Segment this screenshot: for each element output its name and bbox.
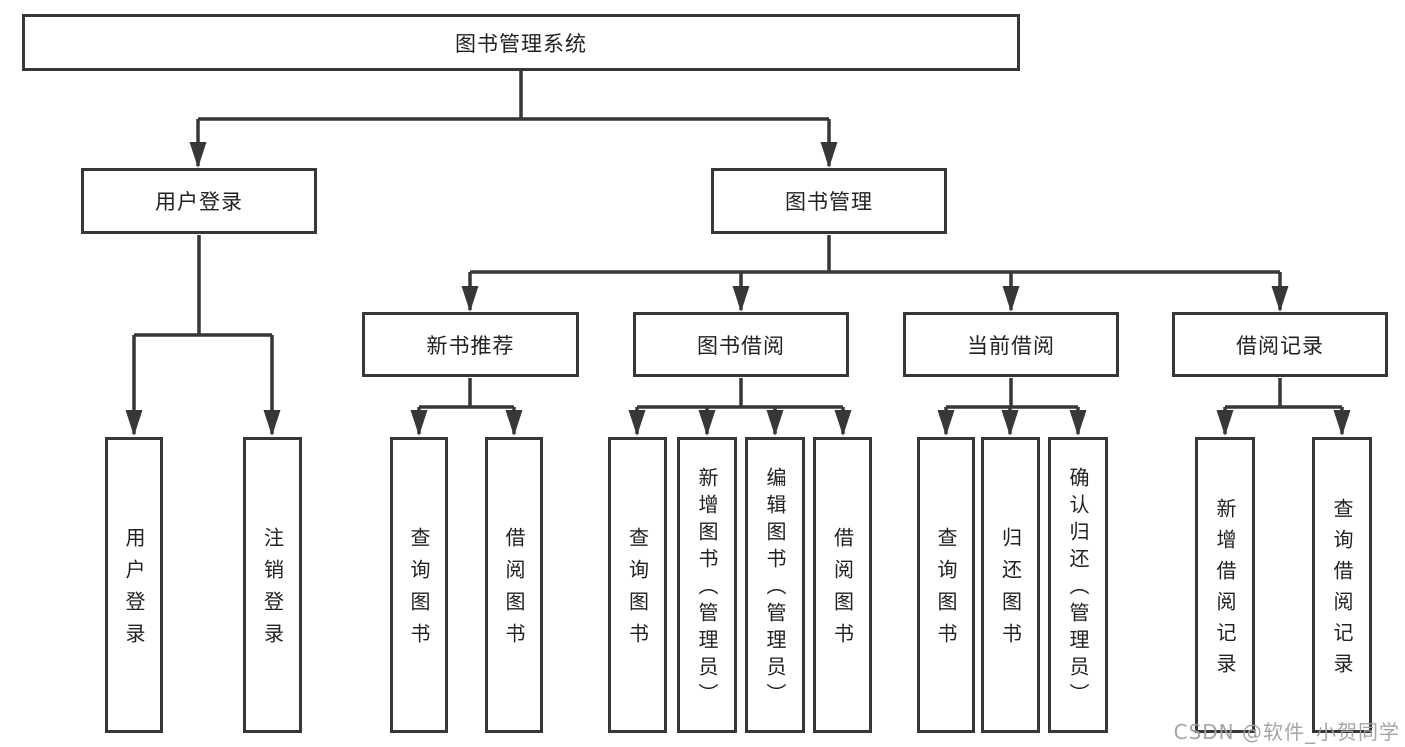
leaf-label: 查询图书 (407, 527, 431, 655)
node-library-management-system: 图书管理系统 (22, 14, 1020, 71)
node-label: 新书推荐 (426, 333, 515, 358)
leaf-label: 查询借阅记录 (1330, 497, 1354, 684)
leaf-query-borrow-record: 查询借阅记录 (1312, 437, 1372, 733)
leaf-query-books-current: 查询图书 (917, 437, 975, 733)
leaf-label: 查询图书 (934, 527, 958, 655)
node-current-borrowing: 当前借阅 (903, 312, 1119, 377)
node-label: 图书管理系统 (455, 31, 587, 56)
node-book-management: 图书管理 (711, 168, 947, 234)
node-new-book-recommend: 新书推荐 (362, 312, 579, 377)
leaf-label: 借阅图书 (502, 527, 526, 655)
leaf-label: 查询图书 (625, 527, 650, 655)
node-label: 图书借阅 (697, 333, 785, 358)
leaf-user-login: 用户登录 (105, 437, 163, 733)
node-label: 借阅记录 (1236, 333, 1324, 358)
leaf-borrow-books-recommend: 借阅图书 (485, 437, 543, 733)
leaf-label: 新增借阅记录 (1213, 497, 1237, 684)
leaf-label: 注销登录 (260, 527, 285, 655)
leaf-label: 用户登录 (122, 527, 146, 655)
node-user-login: 用户登录 (81, 168, 317, 234)
leaf-label: 新增图书（管理员） (695, 467, 719, 710)
csdn-watermark: CSDN @软件_小贺同学 (1173, 720, 1400, 744)
leaf-logout: 注销登录 (243, 437, 302, 733)
leaf-label: 归还图书 (998, 527, 1023, 655)
node-label: 用户登录 (155, 190, 243, 214)
node-label: 图书管理 (785, 190, 873, 214)
leaf-query-books-borrowing: 查询图书 (608, 437, 667, 733)
leaf-query-books-recommend: 查询图书 (390, 437, 448, 733)
node-label: 当前借阅 (967, 333, 1055, 358)
leaf-label: 确认归还（管理员） (1066, 467, 1090, 710)
leaf-confirm-return-admin: 确认归还（管理员） (1048, 437, 1108, 733)
leaf-borrow-books: 借阅图书 (813, 437, 872, 733)
leaf-add-borrow-record: 新增借阅记录 (1195, 437, 1255, 733)
node-borrowing-records: 借阅记录 (1172, 312, 1388, 377)
leaf-edit-book-admin: 编辑图书（管理员） (745, 437, 805, 733)
leaf-label: 编辑图书（管理员） (763, 467, 787, 710)
leaf-return-books: 归还图书 (981, 437, 1040, 733)
node-book-borrowing: 图书借阅 (633, 312, 849, 377)
leaf-label: 借阅图书 (830, 527, 855, 655)
leaf-add-book-admin: 新增图书（管理员） (677, 437, 737, 733)
